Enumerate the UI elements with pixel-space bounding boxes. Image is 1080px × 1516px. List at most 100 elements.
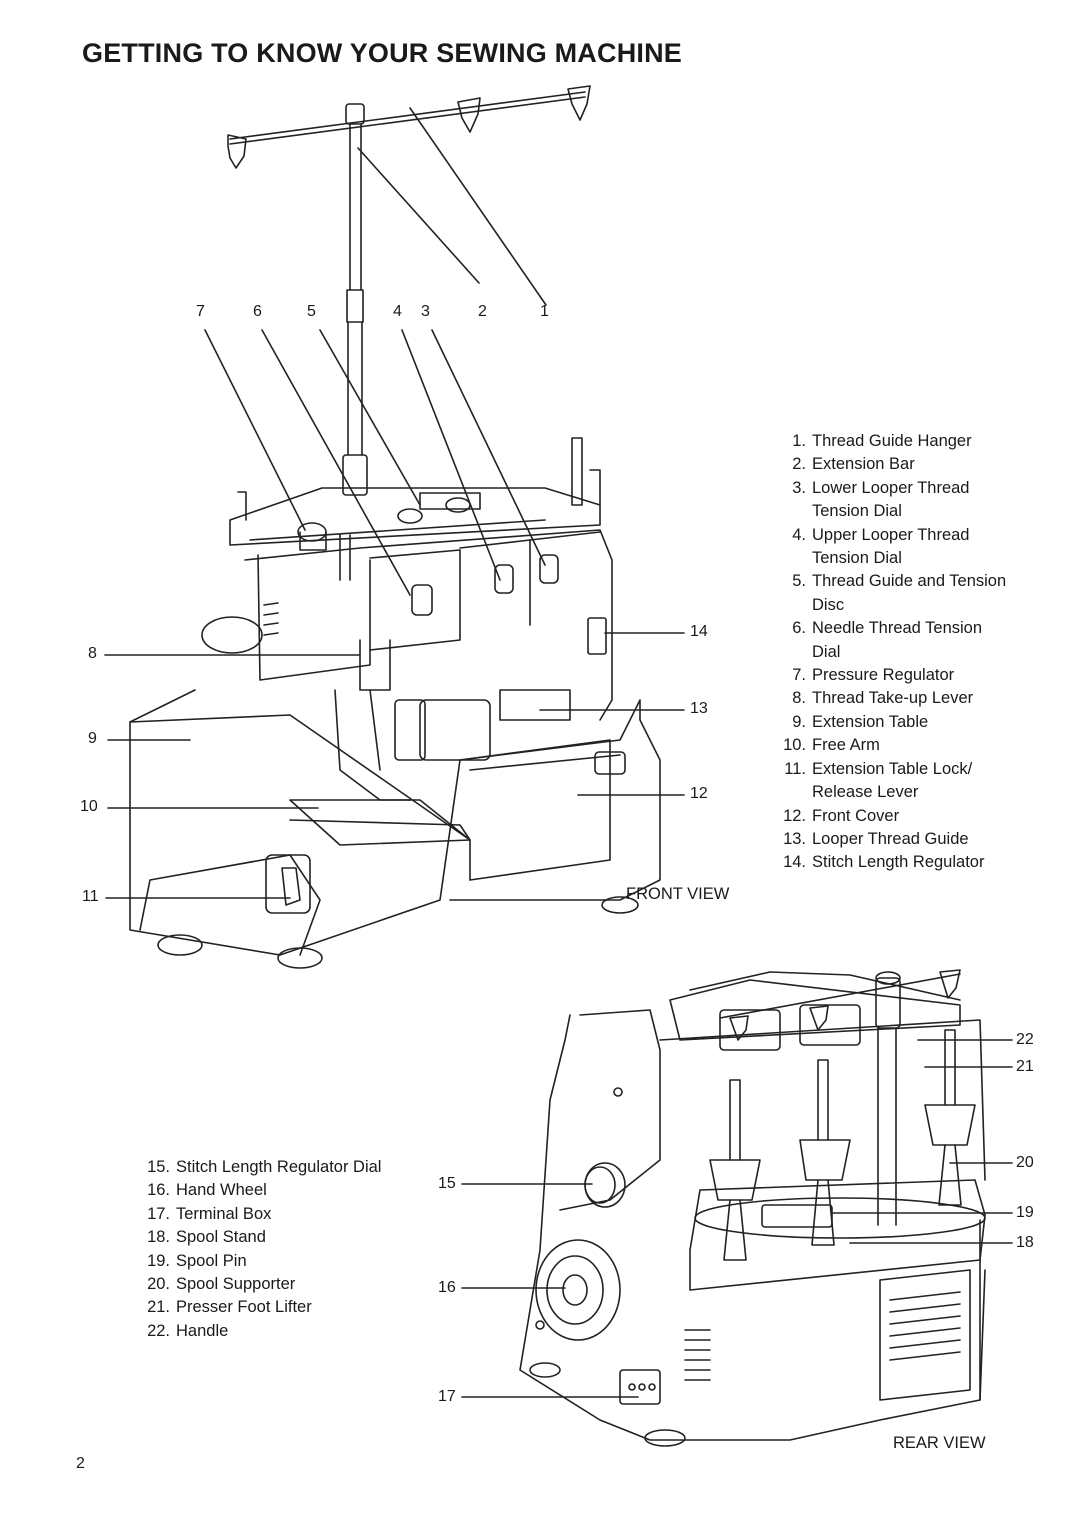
front-view-illustration [104, 85, 685, 969]
callout-2: 2 [478, 303, 487, 320]
legend-item: 12. Front Cover [780, 805, 1070, 828]
legend-number: 21. [147, 1298, 170, 1317]
legend-text: Extension Table Lock/ [812, 759, 973, 778]
legend-item: 13. Looper Thread Guide [780, 828, 1070, 851]
legend-number: 1. [792, 432, 806, 450]
legend-number: 19. [147, 1251, 170, 1270]
callout-10: 10 [80, 798, 98, 815]
legend-number: 17. [147, 1204, 170, 1223]
callout-13: 13 [690, 700, 708, 717]
legend-number: 10. [783, 736, 806, 755]
callout-18: 18 [1016, 1234, 1034, 1251]
legend-text: Spool Pin [176, 1251, 247, 1270]
callout-4: 4 [393, 303, 402, 320]
callout-8: 8 [88, 645, 97, 662]
legend-number: 2. [792, 455, 806, 474]
legend-text-continued: Disc [812, 595, 845, 614]
legend-number: 13. [783, 829, 806, 848]
legend-item: 20. Spool Supporter [144, 1273, 434, 1296]
callout-5: 5 [307, 303, 316, 320]
legend-number: 7. [792, 666, 806, 685]
legend-text: Front Cover [812, 806, 900, 825]
legend-item: 22. Handle [144, 1320, 434, 1343]
legend-number: 16. [147, 1181, 170, 1200]
rear-view-legend: 15.Stitch Length Regulator Dial 16. Hand … [144, 1156, 434, 1343]
callout-14: 14 [690, 623, 708, 640]
rear-view-label: REAR VIEW [893, 1434, 986, 1452]
legend-number: 8. [792, 689, 806, 708]
legend-text-continued: Tension Dial [812, 549, 902, 568]
legend-item: 18. Spool Stand [144, 1226, 434, 1249]
callout-3: 3 [421, 303, 430, 320]
legend-number: 22. [147, 1321, 170, 1340]
legend-text: Pressure Regulator [812, 666, 955, 685]
legend-text: Extension Bar [812, 455, 915, 474]
legend-number: 9. [792, 712, 806, 731]
legend-item: 7. Pressure Regulator [780, 664, 1070, 687]
callout-21: 21 [1016, 1058, 1034, 1075]
page-title: GETTING TO KNOW YOUR SEWING MACHINE [82, 38, 683, 68]
legend-text: Thread Guide and Tension [812, 572, 1007, 591]
front-view-label: FRONT VIEW [626, 885, 730, 903]
legend-text-continued: Tension Dial [812, 502, 902, 521]
legend-text: Spool Supporter [176, 1275, 296, 1294]
callout-9: 9 [88, 730, 97, 747]
legend-text-continued: Dial [812, 642, 841, 661]
legend-number: 3. [792, 478, 806, 497]
callout-7: 7 [196, 303, 205, 320]
legend-text: Looper Thread Guide [812, 829, 969, 848]
callout-19: 19 [1016, 1204, 1034, 1221]
legend-text: Free Arm [812, 736, 880, 755]
legend-text: Handle [176, 1321, 229, 1340]
legend-item: 6. Needle Thread Tension [780, 617, 1070, 640]
callout-16: 16 [438, 1279, 456, 1296]
legend-text-continued: Release Lever [812, 783, 919, 802]
legend-item: 9. Extension Table [780, 711, 1070, 734]
callout-12: 12 [690, 785, 708, 802]
legend-item: 1. Thread Guide Hanger [780, 430, 1070, 453]
legend-number: 14. [783, 853, 806, 872]
legend-item: 17. Terminal Box [144, 1203, 434, 1226]
legend-text: Stitch Length Regulator Dial [176, 1158, 382, 1176]
callout-1: 1 [540, 303, 549, 320]
legend-item: 5. Thread Guide and Tension [780, 570, 1070, 593]
callout-6: 6 [253, 303, 262, 320]
legend-item: 8. Thread Take-up Lever [780, 687, 1070, 710]
legend-item: 21. Presser Foot Lifter [144, 1296, 434, 1319]
legend-number: 12. [783, 806, 806, 825]
legend-text: Lower Looper Thread [812, 478, 970, 497]
legend-item: 10. Free Arm [780, 734, 1070, 757]
legend-text: Spool Stand [176, 1228, 266, 1247]
front-view-legend: 1. Thread Guide Hanger 2. Extension Bar 3.… [780, 430, 1070, 875]
legend-text: Extension Table [812, 712, 929, 731]
legend-text: Presser Foot Lifter [176, 1298, 312, 1317]
legend-number: 6. [792, 619, 806, 638]
legend-item: 4.Upper Looper Thread [780, 524, 1070, 547]
callout-17: 17 [438, 1388, 456, 1405]
callout-20: 20 [1016, 1154, 1034, 1171]
legend-number: 5. [792, 572, 806, 591]
legend-item: 3. Lower Looper Thread [780, 477, 1070, 500]
legend-item: 11. Extension Table Lock/ [780, 758, 1070, 781]
legend-text: Hand Wheel [176, 1181, 267, 1200]
legend-text: Thread Guide Hanger [812, 432, 972, 450]
legend-number: 18. [147, 1228, 170, 1247]
legend-item: 2. Extension Bar [780, 453, 1070, 476]
callout-22: 22 [1016, 1031, 1034, 1048]
page-number: 2 [76, 1455, 85, 1472]
legend-item: 19. Spool Pin [144, 1250, 434, 1273]
callout-15: 15 [438, 1175, 456, 1192]
callout-11: 11 [82, 888, 99, 905]
legend-text: Stitch Length Regulator [812, 853, 985, 872]
legend-item: 16. Hand Wheel [144, 1179, 434, 1202]
legend-text: Upper Looper Thread [812, 525, 970, 544]
legend-number: 11. [784, 759, 806, 778]
rear-view-illustration [461, 969, 1013, 1447]
legend-item: 15.Stitch Length Regulator Dial [144, 1156, 434, 1179]
legend-text: Thread Take-up Lever [812, 689, 974, 708]
legend-text: Terminal Box [176, 1204, 272, 1223]
legend-item: 14. Stitch Length Regulator [780, 851, 1070, 874]
legend-number: 20. [147, 1275, 170, 1294]
legend-text: Needle Thread Tension [812, 619, 983, 638]
